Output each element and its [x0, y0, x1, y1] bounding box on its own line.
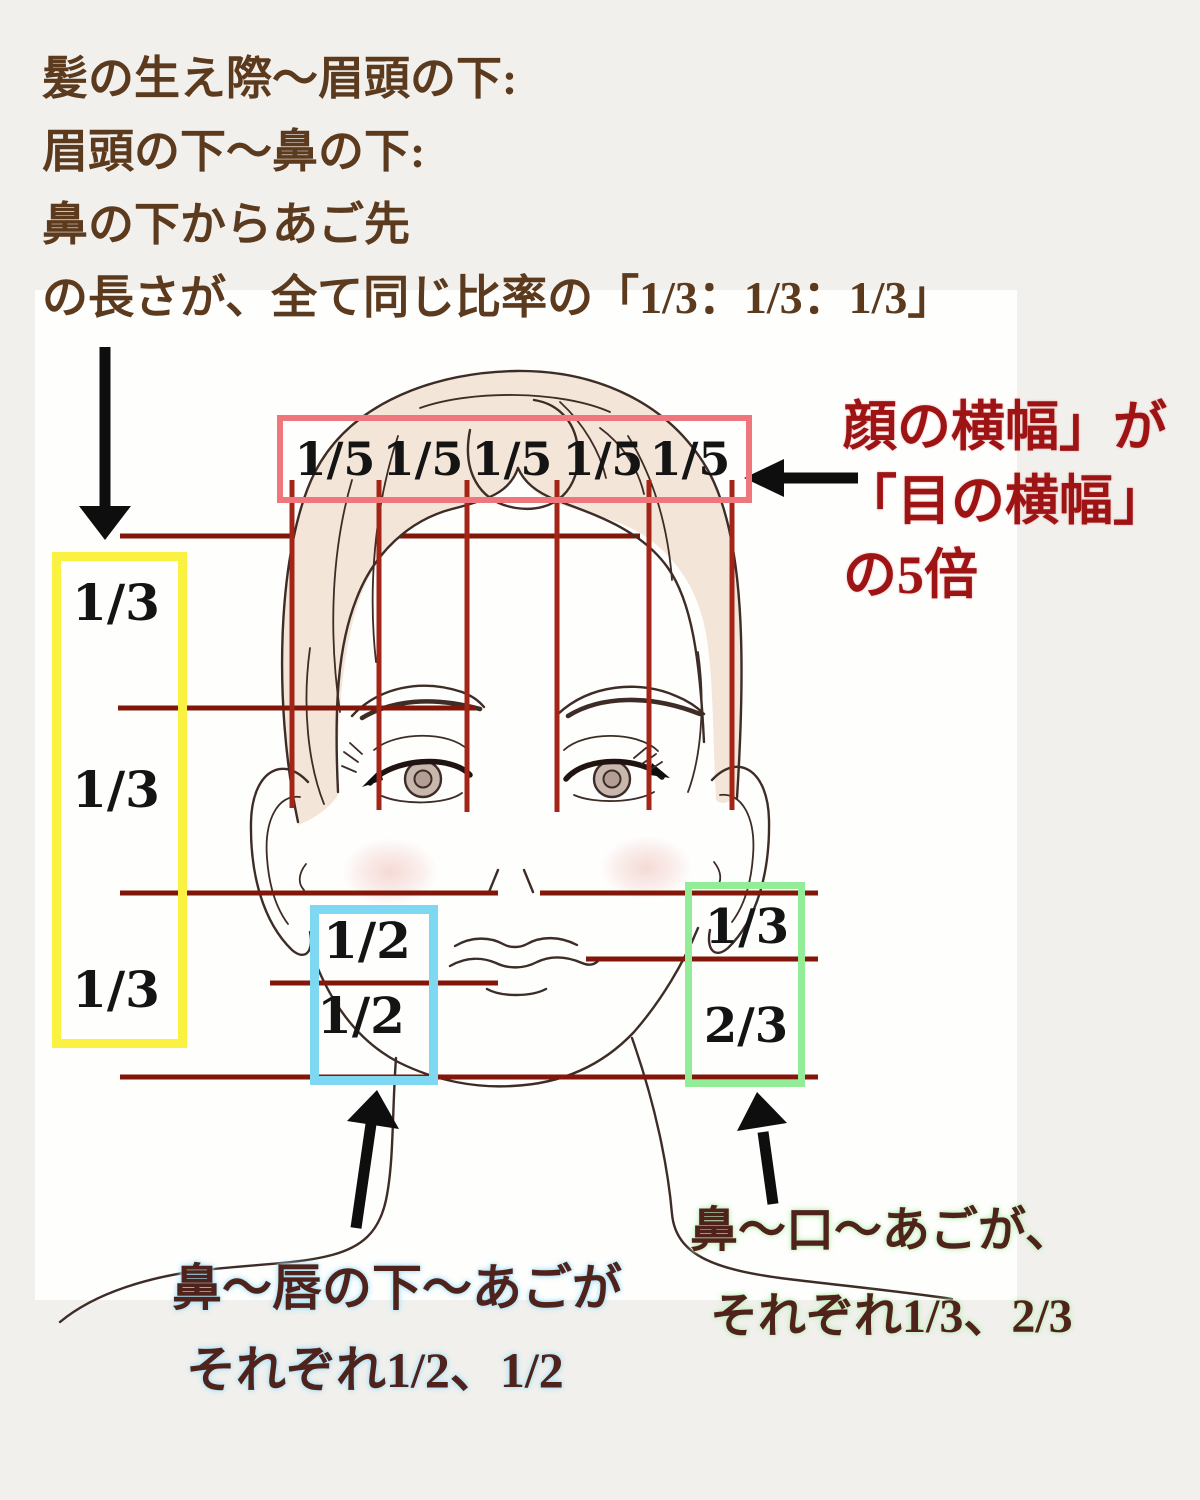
highlight-box-thirds [52, 552, 187, 1048]
jaw-outline [308, 926, 700, 1088]
top-note-line: 眉頭の下〜鼻の下: [42, 126, 426, 177]
face-width-note-line: 「目の横幅」 [843, 471, 1167, 531]
arrow-left-icon [744, 459, 858, 497]
fifth-label: 1/5 [382, 432, 464, 486]
arrow-down-icon [79, 347, 131, 540]
fifth-label: 1/5 [562, 432, 644, 486]
bottom-left-note-line: 鼻〜唇の下〜あごが [172, 1260, 622, 1316]
third-label: 1/3 [72, 960, 160, 1019]
half-label: 1/2 [323, 911, 411, 970]
highlight-box-fifths [277, 415, 752, 503]
third-label: 1/3 [72, 573, 160, 632]
neck-shoulders [58, 1036, 954, 1324]
bottom-right-note-line: 鼻〜口〜あごが、 [690, 1204, 1074, 1257]
top-note-line: 髪の生え際〜眉頭の下: [42, 53, 518, 104]
blush [342, 836, 692, 906]
half-label: 1/2 [317, 986, 405, 1045]
arrow-up-right-icon [737, 1092, 787, 1205]
nose [487, 868, 535, 894]
top-note-line: 鼻の下からあご先 [42, 199, 410, 250]
top-note-line: の長さが、全て同じ比率の「1/3：1/3：1/3」 [42, 272, 954, 323]
lower-third-label: 1/3 [704, 899, 790, 955]
right-eyebrow [556, 685, 706, 719]
hair [280, 369, 743, 825]
bottom-left-note: 鼻〜唇の下〜あごが それぞれ1/2、1/2 [172, 1247, 622, 1411]
fifth-label: 1/5 [471, 432, 553, 486]
face-width-note-line: の5倍 [843, 545, 978, 605]
highlight-box-halves [310, 905, 438, 1085]
arrow-up-left-icon [347, 1090, 399, 1229]
fifth-label: 1/5 [649, 432, 731, 486]
face-width-note-line: 顔の横幅」が [843, 397, 1167, 457]
bottom-left-note-line: それぞれ1/2、1/2 [186, 1342, 564, 1398]
left-ear [249, 767, 313, 956]
highlight-box-lower-thirds [685, 882, 805, 1087]
bottom-right-note: 鼻〜口〜あごが、 それぞれ1/3、2/3 [690, 1188, 1073, 1360]
left-eyebrow [350, 684, 486, 721]
face-width-note: 顔の横幅」が 「目の横幅」 の5倍 [843, 390, 1167, 612]
mouth [448, 936, 600, 997]
fifth-label: 1/5 [294, 432, 376, 486]
third-label: 1/3 [72, 760, 160, 819]
lower-third-label: 2/3 [703, 998, 789, 1054]
bottom-right-note-line: それぞれ1/3、2/3 [710, 1290, 1073, 1343]
top-note: 髪の生え際〜眉頭の下: 眉頭の下〜鼻の下: 鼻の下からあご先 の長さが、全て同じ… [42, 42, 953, 334]
vertical-guides [289, 480, 735, 812]
